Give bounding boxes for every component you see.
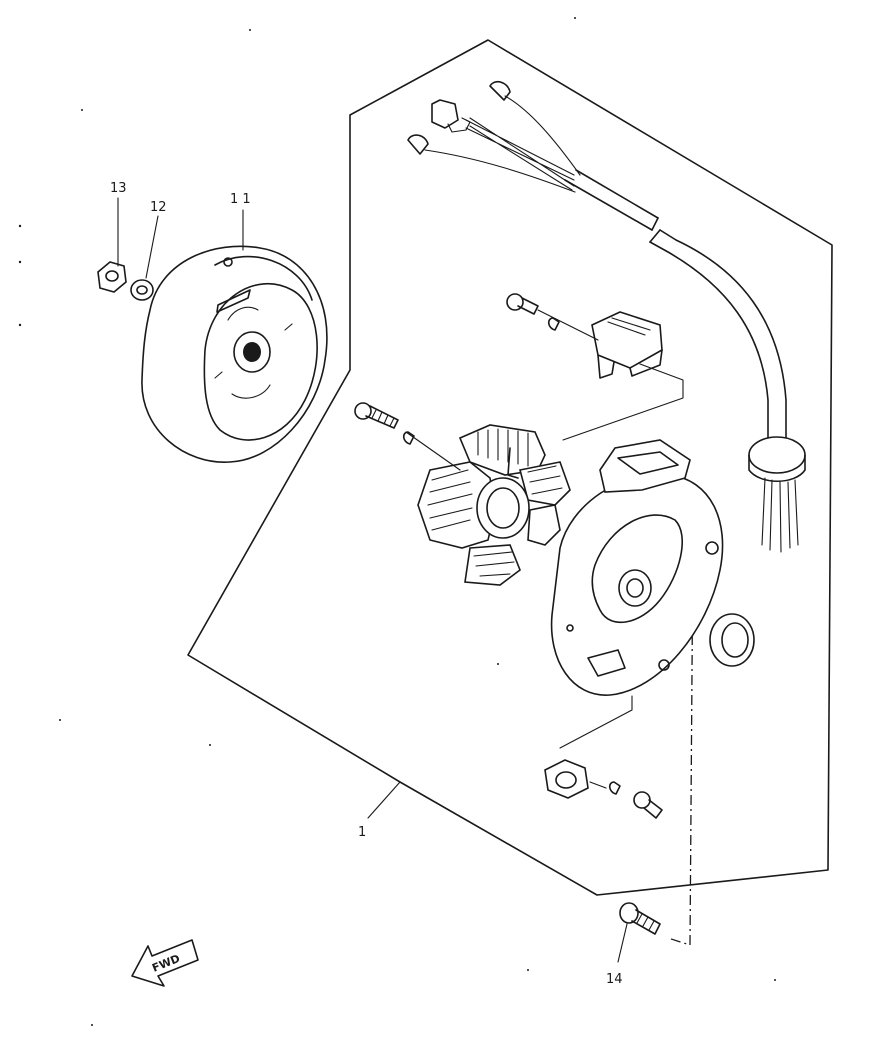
- callout-1: 1: [358, 825, 366, 840]
- oil-seal-ring: [709, 613, 755, 667]
- stator-coil: [417, 424, 571, 586]
- stator-screw: [354, 402, 415, 445]
- wire-harness: [407, 80, 806, 553]
- washer-part-12: [130, 279, 154, 301]
- stator-base-plate: [550, 439, 724, 696]
- forward-direction-arrow: FWD: [131, 939, 199, 987]
- scan-speckles: [18, 17, 776, 1026]
- pulser-screw: [506, 293, 560, 331]
- assembly-outline: [187, 39, 833, 896]
- flywheel-part-11: [141, 245, 328, 463]
- guide-lines: [405, 309, 684, 789]
- nut-part-13: [97, 261, 127, 293]
- pulser-coil: [591, 311, 663, 379]
- callout-12: 12: [150, 200, 167, 215]
- callout-14: 14: [606, 972, 623, 987]
- callout-11: 1 1: [230, 192, 251, 207]
- lead-clamp: [544, 759, 663, 819]
- callout-13: 13: [110, 181, 127, 196]
- bolt-part-14: [619, 902, 661, 935]
- bolt-14-leader: [667, 534, 694, 946]
- callout-leaders: [117, 197, 628, 963]
